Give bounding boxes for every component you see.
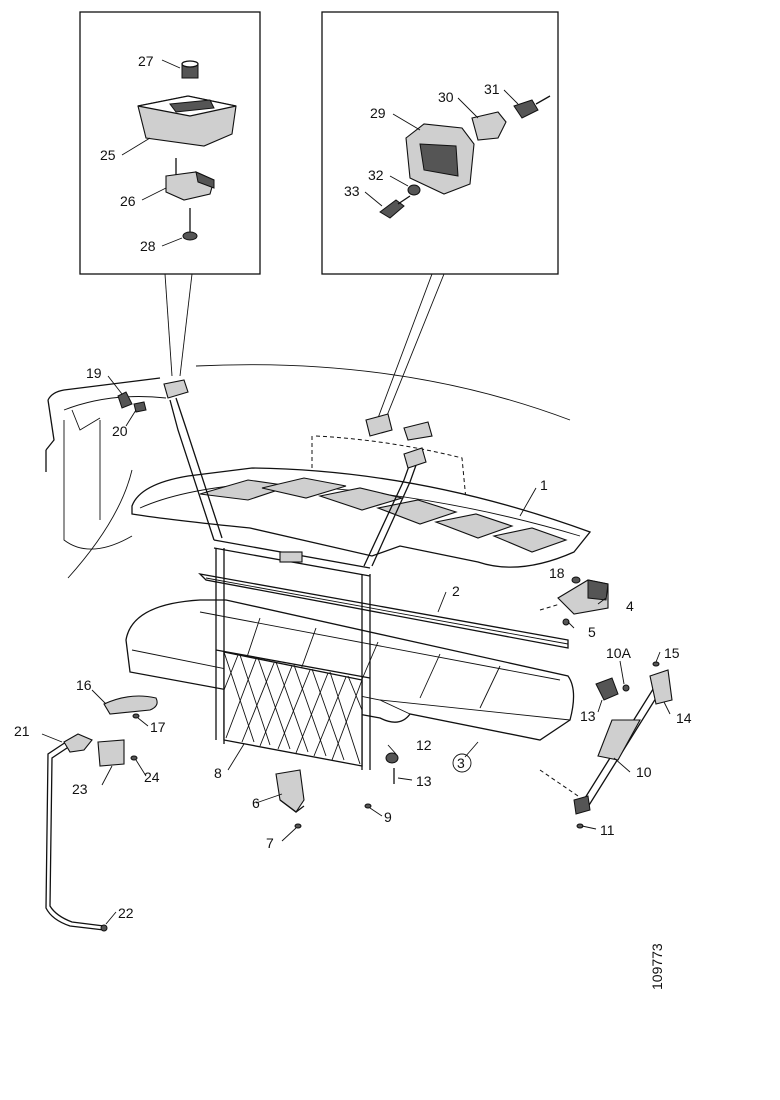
label-5: 5 xyxy=(588,624,596,640)
part-2-roller-cover xyxy=(198,572,569,649)
label-18: 17 xyxy=(150,719,166,735)
part-labels: 27 25 26 28 29 30 31 32 33 19 20 1 2 18 … xyxy=(14,53,692,921)
label-10A: 10A xyxy=(606,645,632,661)
label-3: 3 xyxy=(457,755,465,771)
label-8: 8 xyxy=(214,765,222,781)
label-14: 13 xyxy=(580,708,596,724)
label-20: 19 xyxy=(86,365,102,381)
part-12-13-9-fasteners xyxy=(364,752,399,809)
label-22: 21 xyxy=(14,723,30,739)
label-34: 33 xyxy=(344,183,360,199)
label-3-circled: 3 xyxy=(452,753,472,773)
part-1-parcel-shelf xyxy=(131,467,592,568)
part-28-knob xyxy=(181,60,199,79)
label-4: 4 xyxy=(626,598,634,614)
document-number: 109773 xyxy=(649,943,665,990)
roof-fittings xyxy=(365,413,433,441)
part-33-washer xyxy=(407,184,421,196)
leader-lines xyxy=(41,375,671,925)
part-31-catch xyxy=(471,111,507,141)
detail-inset-right xyxy=(321,11,559,275)
part-22-release-rod xyxy=(45,733,138,932)
part-27-bracket xyxy=(165,158,215,201)
label-10: 10 xyxy=(636,764,652,780)
label-24: 23 xyxy=(72,781,88,797)
label-32: 31 xyxy=(484,81,500,97)
label-16: 15 xyxy=(664,645,680,661)
part-30-latch-housing xyxy=(405,123,475,195)
part-34-bolt xyxy=(379,195,411,219)
label-26: 25 xyxy=(100,147,116,163)
part-17-handle xyxy=(103,695,158,719)
label-19: 18 xyxy=(549,565,565,581)
label-6: 6 xyxy=(252,795,260,811)
label-15: 14 xyxy=(676,710,692,726)
label-29: 28 xyxy=(140,238,156,254)
label-23: 22 xyxy=(118,905,134,921)
part-6-floor-bracket xyxy=(275,769,305,829)
vehicle-body-outline xyxy=(45,364,571,579)
label-25: 24 xyxy=(144,769,160,785)
label-28: 27 xyxy=(138,53,154,69)
label-7: 7 xyxy=(266,835,274,851)
detail-inset-left xyxy=(79,11,261,275)
part-20-21-clip xyxy=(117,391,147,413)
part-4-bracket xyxy=(539,576,609,626)
label-11: 11 xyxy=(600,822,615,838)
label-21: 20 xyxy=(112,423,128,439)
label-13: 13 xyxy=(416,773,432,789)
net-mesh xyxy=(223,651,363,767)
part-29-screw xyxy=(182,208,198,241)
part-3-seat-cushion xyxy=(125,599,575,741)
label-33: 32 xyxy=(368,167,384,183)
label-9: 9 xyxy=(384,809,392,825)
label-30: 29 xyxy=(370,105,386,121)
part-10-gas-strut xyxy=(539,661,673,829)
label-27: 26 xyxy=(120,193,136,209)
label-17: 16 xyxy=(76,677,92,693)
label-2: 2 xyxy=(452,583,460,599)
part-32-pin xyxy=(513,95,551,119)
part-8-cargo-net xyxy=(163,379,427,770)
label-31: 30 xyxy=(438,89,454,105)
inset-callout-lines xyxy=(164,273,445,419)
part-26-handle-cover xyxy=(137,95,237,147)
label-12: 12 xyxy=(416,737,432,753)
label-1: 1 xyxy=(540,477,548,493)
